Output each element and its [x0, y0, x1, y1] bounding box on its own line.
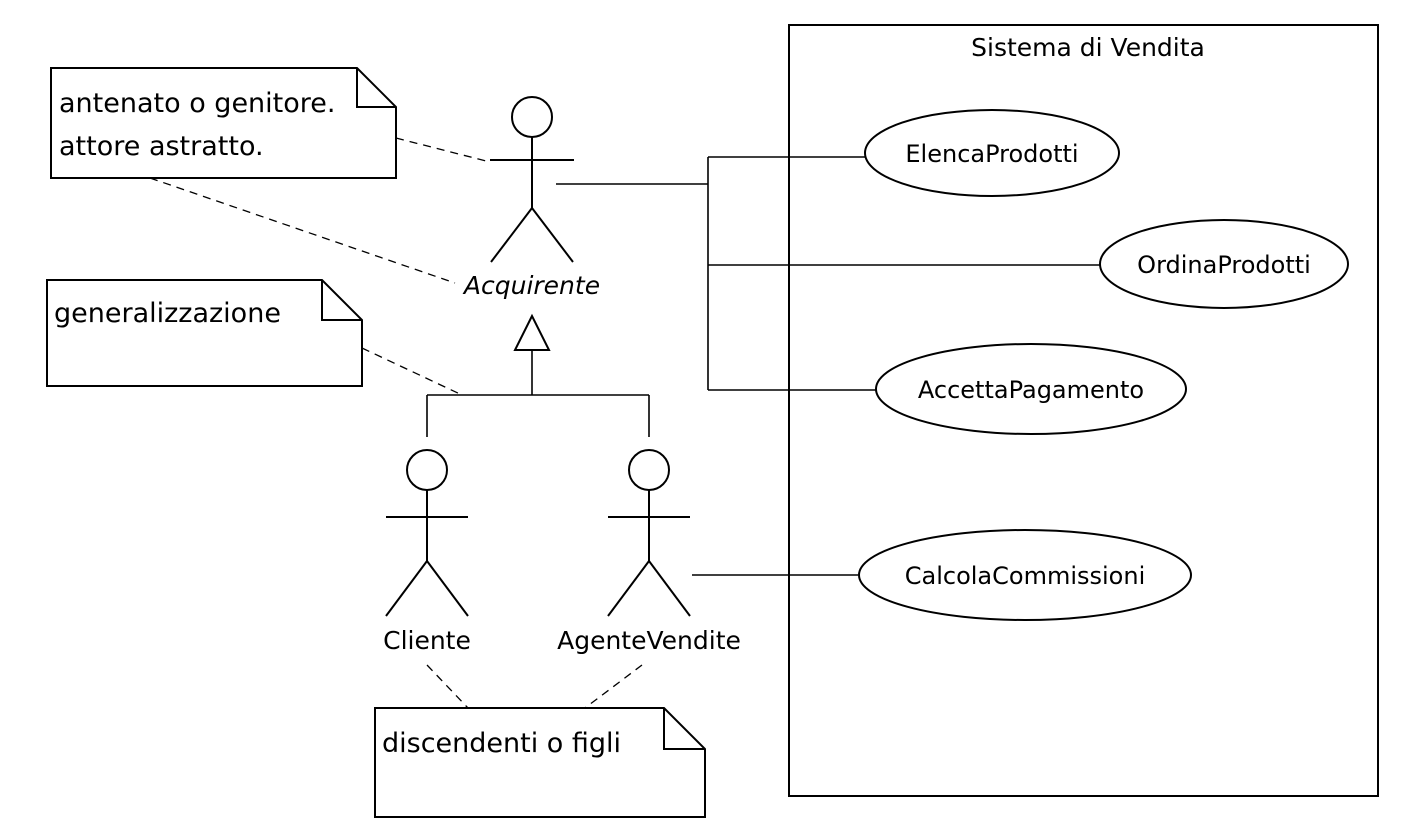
actor-agente-vendite-head [628, 449, 670, 491]
use-case-ordina-prodotti-ellipse[interactable] [1099, 219, 1349, 309]
note-ancestor-body [50, 67, 397, 179]
use-case-ordina-prodotti[interactable]: OrdinaProdotti [1099, 219, 1349, 309]
note-descendants-text: discendenti o figli [382, 728, 621, 759]
note-ancestor: antenato o genitore. attore astratto. [50, 67, 397, 179]
note-ancestor-line2: attore astratto. [59, 131, 264, 162]
actor-acquirente: Acquirente [462, 96, 600, 300]
note-descendants: discendenti o figli [374, 707, 706, 818]
note-generalization-body [46, 279, 363, 387]
note-descendants-fold [663, 708, 705, 750]
anchor-generalization [361, 347, 463, 396]
generalization-tree [426, 313, 650, 437]
actor-cliente-label: Cliente [383, 626, 471, 655]
actor-cliente-leg-right [426, 560, 469, 617]
note-anchors [149, 137, 643, 709]
system-boundary-box [788, 24, 1379, 797]
use-case-calcola-commissioni[interactable]: CalcolaCommissioni [858, 529, 1192, 621]
actor-acquirente-leg-left [490, 207, 533, 263]
actor-cliente: Cliente [383, 449, 471, 655]
note-generalization: generalizzazione [46, 279, 363, 387]
system-title: Sistema di Vendita [971, 33, 1205, 62]
use-case-ordina-prodotti-label: OrdinaProdotti [1137, 251, 1311, 279]
generalization-arrowhead [513, 313, 551, 351]
note-ancestor-fold [356, 68, 396, 108]
use-case-elenca-prodotti-ellipse[interactable] [864, 109, 1120, 197]
anchor-descendants-agente [584, 664, 643, 709]
use-case-elenca-prodotti[interactable]: ElencaProdotti [864, 109, 1120, 197]
note-generalization-text: generalizzazione [54, 298, 281, 329]
actor-cliente-head [406, 449, 448, 491]
anchor-descendants-cliente [426, 664, 469, 709]
actor-agente-vendite: AgenteVendite [557, 449, 741, 655]
use-case-calcola-commissioni-label: CalcolaCommissioni [905, 562, 1146, 590]
system-boundary: Sistema di Vendita [788, 24, 1379, 797]
use-case-calcola-commissioni-ellipse[interactable] [858, 529, 1192, 621]
actor-agente-vendite-leg-left [607, 560, 650, 617]
actor-acquirente-leg-right [531, 207, 574, 263]
actor-acquirente-label: Acquirente [462, 271, 600, 300]
note-descendants-body [374, 707, 706, 818]
use-case-accetta-pagamento-label: AccettaPagamento [918, 376, 1144, 404]
note-ancestor-line1: antenato o genitore. [59, 88, 335, 119]
use-case-accetta-pagamento-ellipse[interactable] [875, 343, 1187, 435]
note-generalization-fold [321, 280, 362, 321]
actor-agente-vendite-leg-right [648, 560, 691, 617]
use-case-elenca-prodotti-label: ElencaProdotti [905, 140, 1078, 168]
anchor-ancestor-to-actor-top [395, 137, 491, 163]
actor-acquirente-head [511, 96, 553, 138]
anchor-ancestor-to-actor-label [149, 177, 456, 284]
associations [556, 156, 1100, 576]
use-case-accetta-pagamento[interactable]: AccettaPagamento [875, 343, 1187, 435]
actor-agente-vendite-label: AgenteVendite [557, 626, 741, 655]
actor-cliente-leg-left [385, 560, 428, 617]
